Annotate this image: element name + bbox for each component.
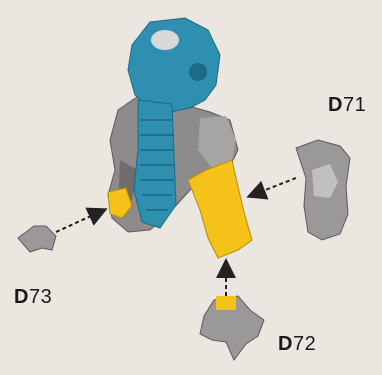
fragment-d71 [296,140,350,240]
label-d72: D72 [278,333,316,356]
label-d73: D73 [14,286,52,309]
fragment-d73 [18,226,56,252]
arrow-d71 [250,178,296,196]
label-d71: D71 [328,94,366,117]
yellow-vertebra-piece [188,160,252,258]
arrow-d73 [56,210,104,232]
fragment-d72 [200,296,264,360]
